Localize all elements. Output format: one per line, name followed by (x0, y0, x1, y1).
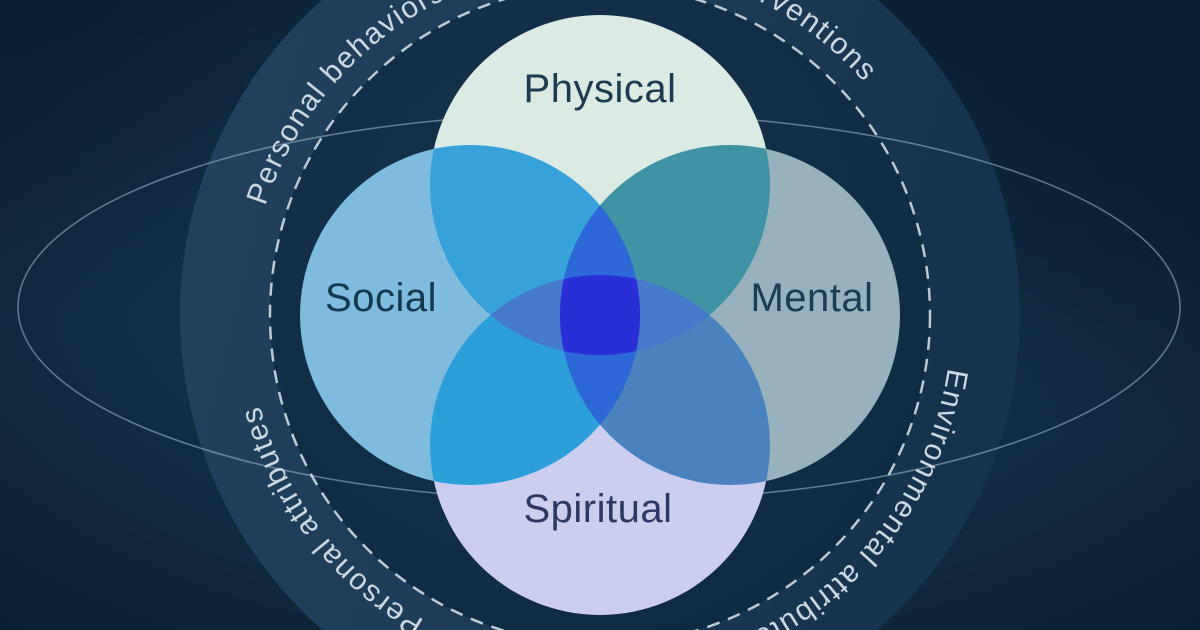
dashed-guide-circle (268, 0, 932, 630)
label-physical: Physical (524, 67, 677, 111)
label-social: Social (325, 276, 437, 320)
label-mental: Mental (750, 276, 873, 320)
label-spiritual: Spiritual (523, 487, 672, 531)
venn-diagram: Physical Social Mental Spiritual (300, 15, 900, 615)
